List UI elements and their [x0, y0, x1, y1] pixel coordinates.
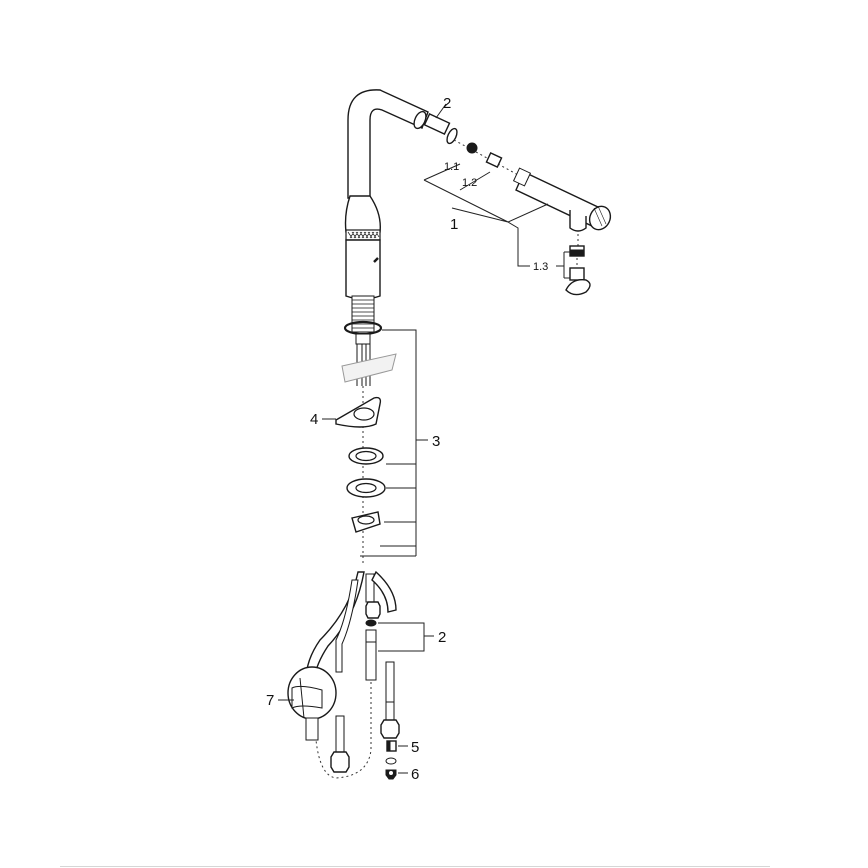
callout-2-bottom: 2: [438, 629, 446, 646]
leader-lines: [278, 103, 570, 774]
callout-4: 4: [310, 411, 318, 428]
callout-5: 5: [411, 739, 419, 756]
adapter-1-2: [485, 152, 503, 168]
footer-divider: [60, 866, 770, 867]
callout-1-1: 1.1: [444, 161, 459, 173]
callout-1: 1: [450, 216, 458, 233]
mounting-parts: 2 1.1 1.2 1 1.3 3 4 2 7 5 6: [266, 95, 570, 783]
callout-1-2: 1.2: [462, 177, 477, 189]
callout-7: 7: [266, 692, 274, 709]
callout-2-top: 2: [443, 95, 451, 112]
callout-1-3: 1.3: [533, 261, 548, 273]
callout-3: 3: [432, 433, 440, 450]
handle-mark: [373, 257, 379, 263]
spray-insert-1-1: [466, 142, 478, 154]
faucet-body: [341, 89, 429, 386]
callout-labels: 2 1.1 1.2 1 1.3 3 4 2 7 5 6: [266, 95, 548, 783]
spray-head: [512, 167, 612, 296]
knurl-pattern: [347, 231, 380, 239]
callout-6: 6: [411, 766, 419, 783]
supply-hoses: [287, 570, 400, 780]
hose-connector-top: [423, 112, 521, 177]
